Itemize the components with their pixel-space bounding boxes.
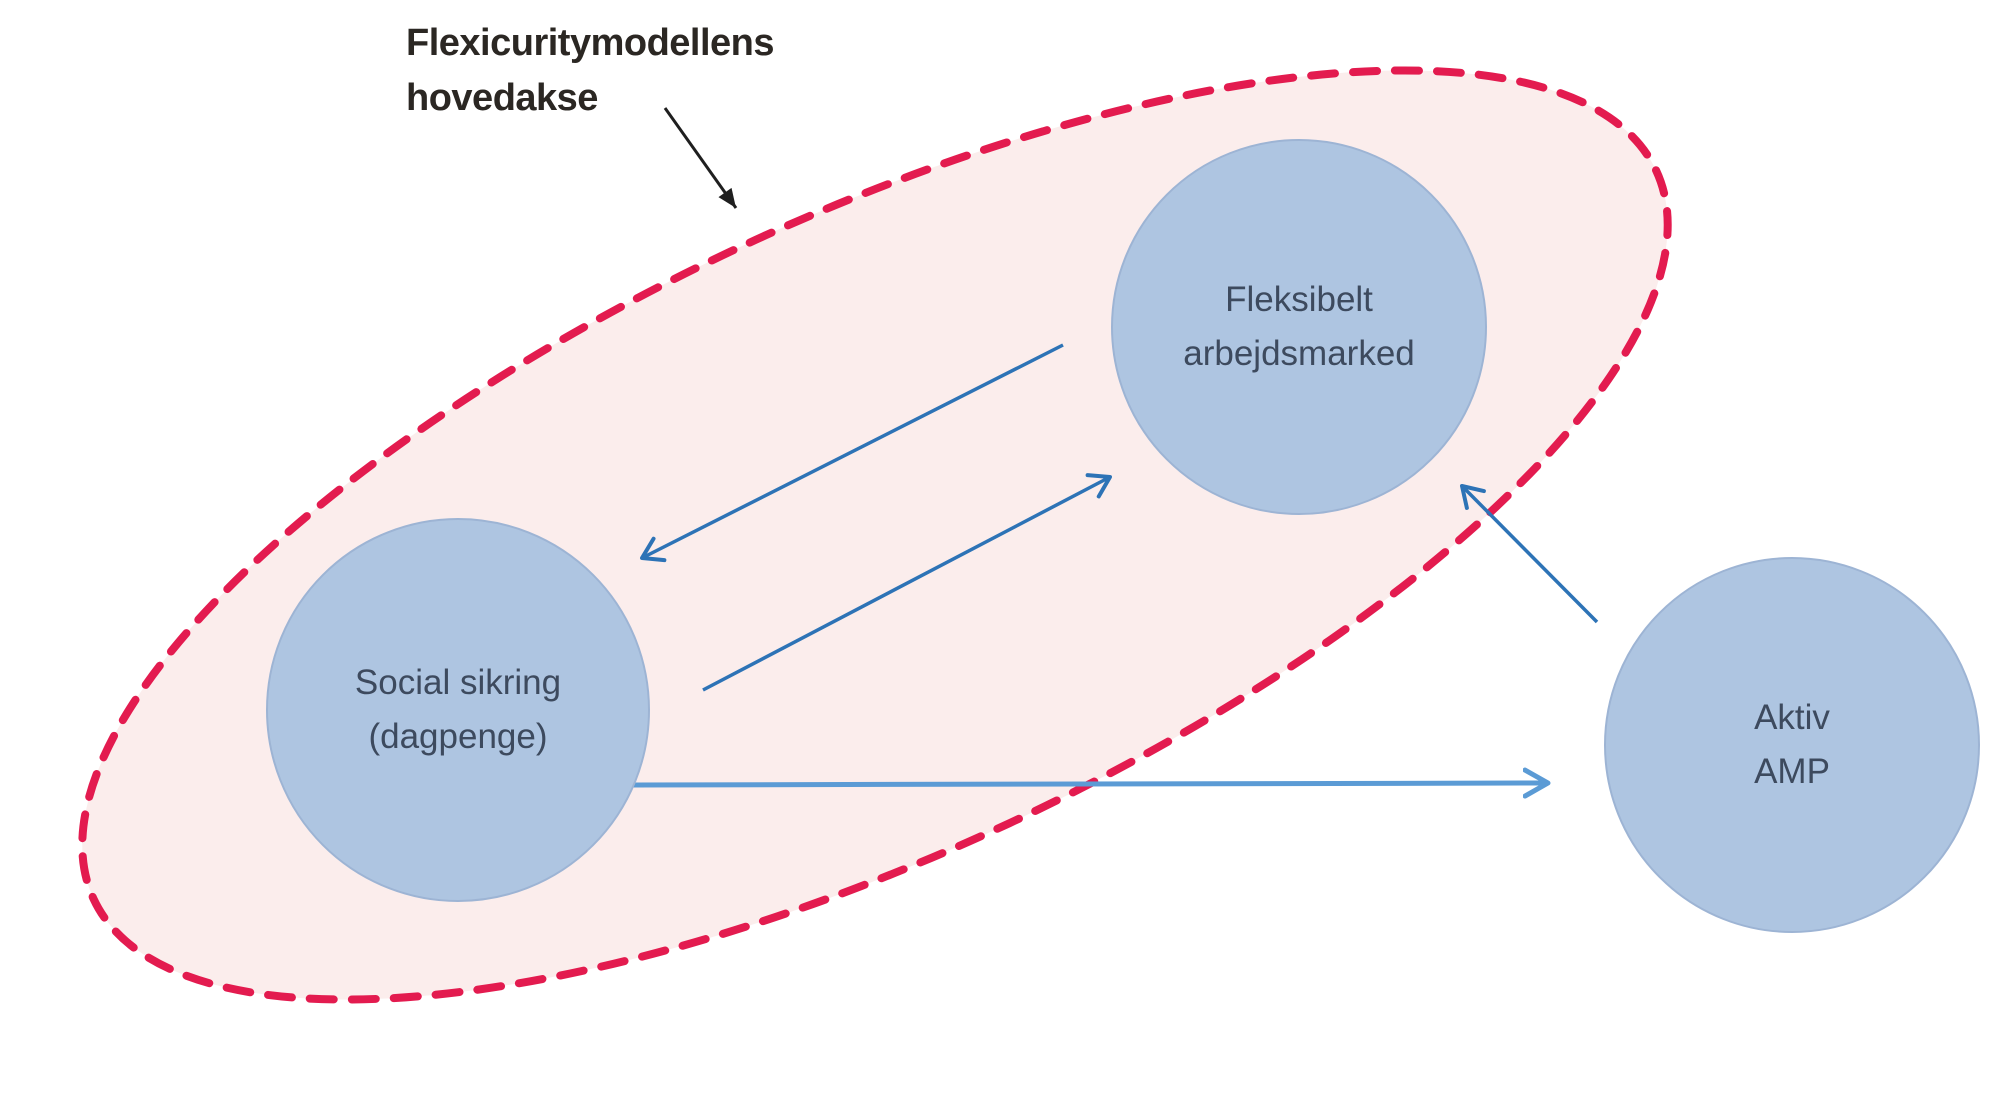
node-aktiv-amp: Aktiv AMP [1604,557,1980,933]
node-social-sikring: Social sikring (dagpenge) [266,518,650,902]
arrow-amp-to-fleksibelt [1460,484,1599,624]
node-amp-label-line2: AMP [1754,752,1830,791]
node-amp-label-line1: Aktiv [1754,698,1830,737]
arrow-fleksibelt-to-social [640,343,1064,563]
hovedakse-ellipse [78,66,1672,1004]
diagram-title-line2: hovedakse [406,77,598,119]
diagram-title-line1: Flexicuritymodellens [406,22,775,64]
node-social-label-line1: Social sikring [354,663,562,702]
node-fleksibelt-label-line1: Fleksibelt [1225,280,1373,319]
annotation-arrow [663,107,738,209]
node-fleksibelt-label-line2: arbejdsmarked [1183,334,1415,373]
node-social-label-line2: (dagpenge) [368,717,548,756]
node-fleksibelt-arbejdsmarked: Fleksibelt arbejdsmarked [1111,139,1487,515]
diagram-title: Flexicuritymodellens hovedakse [406,16,775,126]
arrow-social-to-amp [626,783,1548,785]
arrow-social-to-fleksibelt [702,473,1112,692]
